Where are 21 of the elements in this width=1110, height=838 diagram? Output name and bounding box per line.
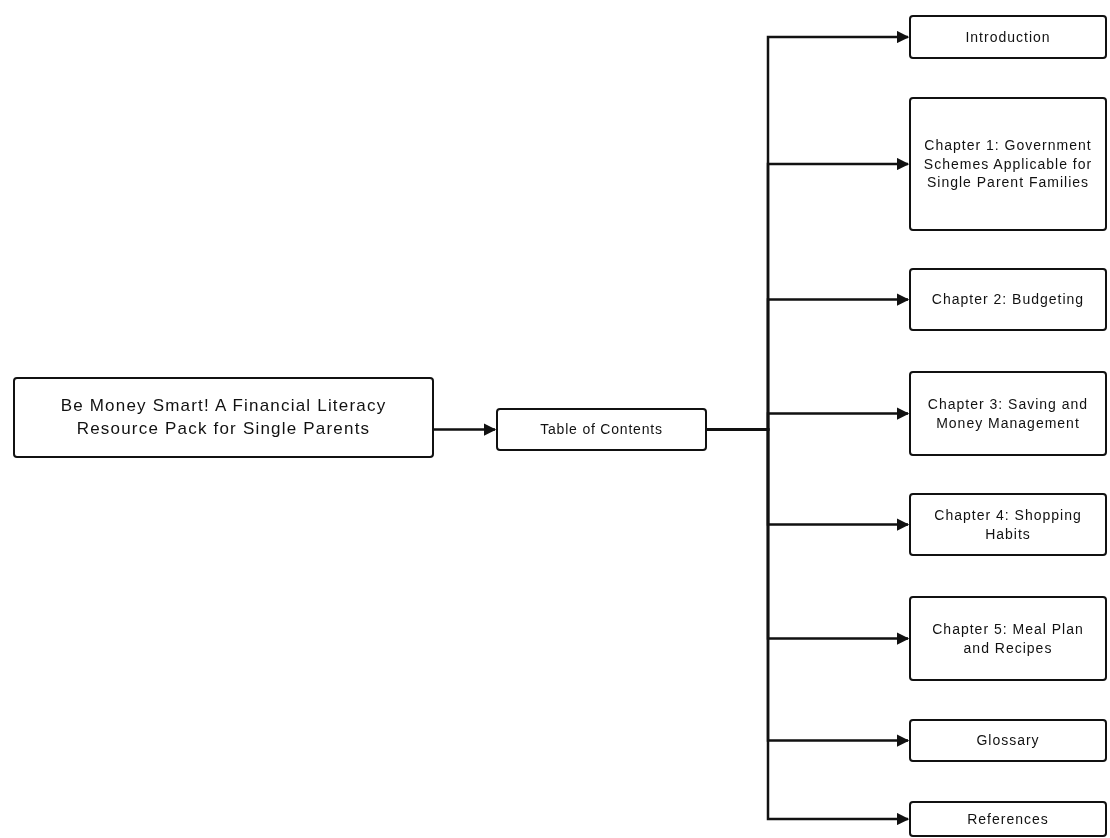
section-box	[909, 268, 1107, 331]
section-box	[909, 371, 1107, 456]
box-label: Table of Contents	[540, 420, 663, 439]
title-box	[13, 377, 434, 458]
section-box	[909, 493, 1107, 556]
box-label: Chapter 1: Government Schemes Applicable for Single Parent Families	[922, 135, 1094, 193]
box-label: Chapter 5: Meal Plan and Recipes	[931, 619, 1085, 658]
section-box	[909, 97, 1107, 231]
box-label: Chapter 4: Shopping Habits	[933, 505, 1083, 544]
section-box	[909, 719, 1107, 762]
section-box	[909, 15, 1107, 59]
section-box	[496, 408, 707, 451]
section-box	[909, 596, 1107, 681]
box-label: Glossary	[976, 731, 1040, 750]
box-label: Be Money Smart! A Financial Literacy Resource Pack for Single Parents	[59, 394, 388, 440]
box-label: Introduction	[965, 27, 1051, 47]
box-label: Chapter 3: Saving and Money Management	[926, 394, 1090, 433]
box-label: References	[967, 809, 1049, 829]
box-label: Chapter 2: Budgeting	[931, 290, 1085, 309]
connector-arrow	[434, 423, 497, 436]
section-box	[909, 801, 1107, 837]
